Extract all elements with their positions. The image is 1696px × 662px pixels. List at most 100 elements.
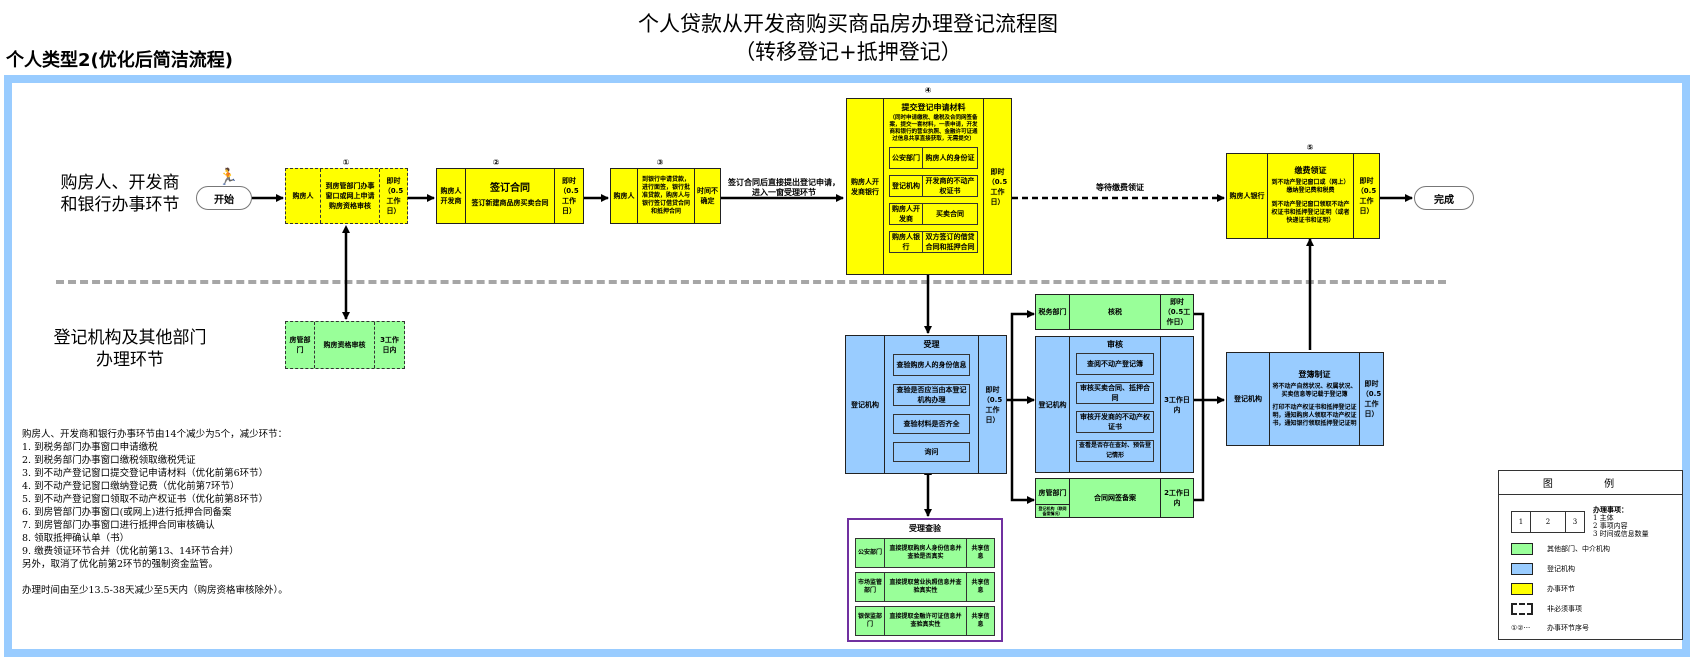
verify-content: 直接提取购房人身份信息并查验是否真实	[884, 539, 966, 567]
filing-actor-sub: 登记机构（联网备案情况）	[1036, 504, 1069, 517]
step-line: 到不动产登记窗口领取不动产权证书和抵押登记证明（或者快递证书和证明）	[1271, 201, 1350, 224]
step-time: 即时（0.5工作日）	[554, 169, 583, 223]
lane-label-agencies: 登记机构及其他部门 办理环节	[30, 327, 230, 371]
legend-label: 非必须事项	[1547, 605, 1582, 613]
check-text: 查验材料是否齐全	[903, 420, 960, 428]
step-number-1: ①	[342, 158, 350, 167]
section-title: 个人类型2(优化后简洁流程)	[6, 50, 233, 71]
legend-seq-symbol: ①②···	[1511, 624, 1531, 632]
note-item: 9. 缴费领证环节合并（优化前第13、14环节合并）	[22, 546, 239, 557]
material-source: 购房人银行	[892, 233, 920, 251]
step-actor: 购房人	[292, 192, 314, 200]
step-content: 合同网签备案	[1069, 479, 1160, 517]
runner-icon: 🏃	[218, 167, 238, 186]
legend-item-dashed: 非必须事项	[1511, 603, 1582, 615]
legend-cell: 1	[1518, 518, 1524, 526]
step-actor: 登记机构	[1234, 395, 1262, 403]
note-item: 2. 到税务部门办事窗口缴税领取缴税凭证	[22, 455, 196, 466]
step-4-box: 购房人开发商银行 提交登记申请材料 （同时申请缴税、缴税及合同网签备案，提交一套…	[846, 98, 1012, 275]
page-subtitle: （转移登记+抵押登记）	[734, 40, 962, 64]
material-source: 购房人开发商	[892, 205, 920, 223]
verify-row: 银保监部门 直接提取金融许可证信息并查验真实性 共享信息	[855, 606, 995, 636]
arrow-join-register	[1194, 312, 1205, 502]
step-time: 即时（0.5工作日）	[379, 169, 407, 223]
legend-label: 办事环节	[1547, 585, 1575, 593]
check-item: 查验材料是否齐全	[893, 414, 970, 434]
step-1-box: 购房人 到房管部门办事窗口或网上申请购房资格审核 即时（0.5工作日）	[285, 168, 408, 224]
verify-source: 公安部门	[858, 549, 883, 556]
note-item: 4. 到不动产登记窗口缴纳登记费（优化前第7环节）	[22, 481, 240, 492]
material-item: 购房人银行 双方签订的借贷合同和抵押合同	[889, 231, 978, 253]
material-item: 公安部门 购房人的身份证	[889, 147, 978, 169]
lane-label-applicants: 购房人、开发商 和银行办事环节	[40, 172, 200, 216]
verify-row: 市场监管部门 直接提取营业执照信息并查验真实性 共享信息	[855, 572, 995, 602]
verify-source: 市场监管部门	[858, 579, 883, 594]
step-content: 购房资格审核	[314, 322, 374, 368]
step-title: 受理	[923, 340, 940, 349]
material-name: 购房人的身份证	[922, 148, 977, 168]
lane-label-line: 和银行办事环节	[60, 195, 180, 215]
verify-box: 受理查验 公安部门 直接提取购房人身份信息并查验是否真实 共享信息 市场监管部门…	[847, 518, 1003, 642]
check-item: 查验购房人的身份信息	[893, 354, 970, 376]
material-name: 开发商的不动产权证书	[922, 176, 977, 196]
material-name: 双方签订的借贷合同和抵押合同	[922, 232, 977, 252]
qualification-review-box: 房管部门 购房资格审核 3工作日内	[285, 321, 405, 369]
step-content: 到银行申请贷款，进行面签，银行批准贷款，购房人与银行签订借贷合同和抵押合同	[637, 169, 694, 223]
legend-swatch	[1511, 563, 1533, 575]
review-item: 审核买卖合同、抵押合同	[1076, 382, 1154, 404]
verify-method: 共享信息	[966, 539, 994, 567]
legend-title: 图 例	[1499, 471, 1682, 495]
legend-item-green: 其他部门、中介机构	[1511, 543, 1610, 555]
legend-key-line: 2 事项内容	[1593, 522, 1628, 530]
review-text: 审核开发商的不动产权证书	[1080, 413, 1150, 431]
step-time: 即时（0.5工作日）	[1359, 353, 1383, 445]
step-number-3: ③	[656, 158, 664, 167]
end-terminal: 完成	[1414, 186, 1474, 210]
step-note: （同时申请缴税、缴税及合同网签备案，提交一套材料，一表申请，开发商和银行的营业执…	[889, 115, 978, 142]
direct-apply-label: 签订合同后直接提出登记申请， 进入一窗受理环节	[722, 178, 846, 198]
review-text: 查看是否存在查封、预告登记情形	[1079, 442, 1152, 459]
legend-label: 其他部门、中介机构	[1547, 545, 1610, 553]
step-title: 提交登记申请材料	[901, 103, 966, 112]
step-5-box: 购房人银行 缴费领证 到不动产登记窗口或（网上）缴纳登记费和税费 到不动产登记窗…	[1226, 153, 1380, 239]
step-time: 即时（0.5工作日）	[978, 336, 1006, 473]
step-actor: 购房人开发商银行	[851, 177, 879, 196]
step-actor: 房管部门	[289, 336, 311, 354]
step-body: 缴费领证 到不动产登记窗口或（网上）缴纳登记费和税费 到不动产登记窗口领取不动产…	[1267, 154, 1353, 238]
legend-key: 办理事项： 1 主体 2 事项内容 3 时间或信息数量	[1593, 506, 1649, 539]
wait-payment-label: 等待缴费领证	[1096, 183, 1144, 192]
note-item: 8. 领取抵押确认单（书）	[22, 533, 130, 544]
review-item: 查看是否存在查封、预告登记情形	[1076, 440, 1154, 462]
start-terminal: 开始	[196, 186, 252, 210]
legend-item-sequence: ①②··· 办事环节序号	[1511, 623, 1589, 633]
verify-method: 共享信息	[966, 573, 994, 601]
legend-cell: 3	[1572, 518, 1578, 526]
step-number-2: ②	[492, 158, 500, 167]
step-body: 受理 查验购房人的身份信息 查验是否应当由本登记机构办理 查验材料是否齐全 询问	[884, 336, 978, 473]
legend-label: 登记机构	[1547, 565, 1575, 573]
step-title: 登簿制证	[1298, 369, 1331, 379]
verify-content: 直接提取金融许可证信息并查验真实性	[884, 607, 966, 635]
arrow-fork-filing	[1010, 400, 1035, 504]
material-item: 登记机构 开发商的不动产权证书	[889, 175, 978, 197]
step-actor: 购房人开发商	[440, 187, 462, 205]
step-time: 3工作日内	[1160, 337, 1193, 472]
step-line: 打印不动产权证书和抵押登记证明，通知购房人领取不动产权证书，通知银行领取抵押登记…	[1272, 403, 1357, 427]
material-source: 登记机构	[892, 182, 920, 190]
review-text: 查阅不动产登记簿	[1087, 360, 1143, 368]
legend-sample-box: 1 2 3	[1511, 511, 1585, 533]
verify-source: 银保监部门	[858, 613, 883, 628]
step-time: 2工作日内	[1160, 479, 1193, 517]
step-time: 即时（0.5工作日）	[1353, 154, 1379, 238]
register-box: 登记机构 登簿制证 将不动产自然状况、权属状况、买卖信息等记载于登记簿 打印不动…	[1226, 352, 1384, 446]
filing-box: 房管部门 登记机构（联网备案情况） 合同网签备案 2工作日内	[1035, 478, 1194, 518]
review-text: 审核买卖合同、抵押合同	[1080, 384, 1150, 402]
note-item: 3. 到不动产登记窗口提交登记申请材料（优化前第6环节）	[22, 468, 269, 479]
legend-structure: 1 2 3 办理事项： 1 主体 2 事项内容 3 时间或信息数量	[1511, 506, 1649, 538]
lane-label-line: 办理环节	[96, 350, 164, 370]
step-time: 即时（0.5工作日）	[1160, 295, 1193, 329]
check-item: 询问	[893, 442, 970, 462]
tax-box: 税务部门 核税 即时（0.5工作日）	[1035, 294, 1194, 330]
